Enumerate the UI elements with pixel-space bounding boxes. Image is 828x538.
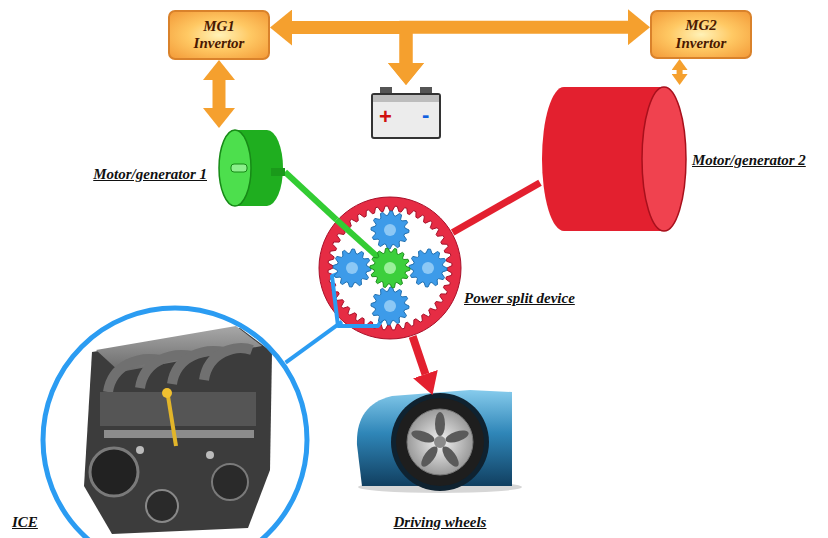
power-arrow (413, 336, 426, 374)
sun-hub (384, 262, 396, 274)
gear-outline (318, 196, 462, 340)
inverter-box: MG2 Invertor (650, 10, 752, 59)
rim-spoke (435, 412, 445, 436)
part-label: Power split device (464, 290, 575, 307)
ice-outline (40, 305, 310, 538)
hub (434, 436, 446, 448)
box-label: MG2 Invertor (665, 17, 737, 52)
mg2-outline (540, 85, 690, 233)
label-slot: ICE (12, 514, 38, 531)
sun-gear (370, 248, 410, 288)
label-slot: Motor/generator 2 (692, 152, 806, 169)
dipstick (168, 396, 176, 446)
planet-hub (346, 262, 358, 274)
planet-hub (384, 224, 396, 236)
planet-hub (384, 300, 396, 312)
planet-gear (371, 211, 409, 249)
power-arrow (406, 27, 628, 63)
part-label: ICE (12, 514, 38, 531)
driving-wheel: Driving wheels (355, 395, 510, 485)
rim-spoke (444, 428, 470, 445)
rim-spoke (439, 444, 461, 469)
car-illustration (357, 390, 522, 493)
tire (396, 398, 484, 486)
polarity-sign: + (379, 106, 392, 128)
battery-symbol: +- (370, 85, 442, 140)
pulley (90, 448, 138, 496)
label-slot: - (422, 104, 429, 126)
part-label: Motor/generator 1 (93, 166, 207, 183)
label-slot: Power split device (464, 290, 575, 307)
shaft-link (453, 183, 540, 233)
cylinder-face (219, 130, 251, 206)
shaft-link (285, 172, 336, 220)
motor-shaft (231, 164, 247, 172)
engine-highlight (104, 430, 254, 438)
pulley (212, 464, 248, 500)
dipstick-handle (162, 388, 172, 398)
motor-shaft (271, 168, 285, 176)
cylinder-body (542, 87, 686, 231)
planet-hub (422, 262, 434, 274)
manifold (100, 392, 256, 426)
box-label: MG1 Invertor (183, 18, 255, 53)
ring-gear (319, 197, 461, 339)
engine-illustration (84, 326, 272, 534)
bolt (206, 451, 214, 459)
bolt (136, 446, 144, 454)
mg1-outline (215, 128, 285, 208)
power-arrow (292, 28, 406, 64)
polarity-sign: - (422, 104, 429, 126)
rim-spoke (410, 428, 436, 445)
part-label: Motor/generator 2 (692, 152, 806, 169)
label-slot: Driving wheels (394, 514, 487, 531)
inverter-box: MG1 Invertor (168, 10, 270, 60)
shaft-link (286, 322, 342, 363)
cylinder-face (642, 87, 686, 231)
motor-generator: Motor/generator 2 (540, 85, 690, 233)
planet-gear (409, 249, 447, 287)
power-arrow (213, 80, 226, 108)
label-slot: + (379, 106, 392, 128)
engine-outline (43, 308, 307, 538)
planet-gear (371, 287, 409, 325)
planetary-gear: Power split device (318, 196, 462, 340)
label-slot: Motor/generator 1 (93, 166, 207, 183)
battery-band (373, 95, 439, 102)
engine-circle: ICE (40, 305, 310, 538)
rim-spoke (418, 444, 440, 469)
planet-gear (333, 249, 371, 287)
power-arrow (677, 70, 683, 74)
part-label: Driving wheels (394, 514, 487, 531)
intake-runner (204, 348, 252, 380)
motor-generator: Motor/generator 1 (215, 128, 285, 208)
rim (407, 409, 473, 475)
wheel-arch (391, 393, 489, 491)
pulley (146, 490, 178, 522)
battery-body (372, 94, 440, 138)
